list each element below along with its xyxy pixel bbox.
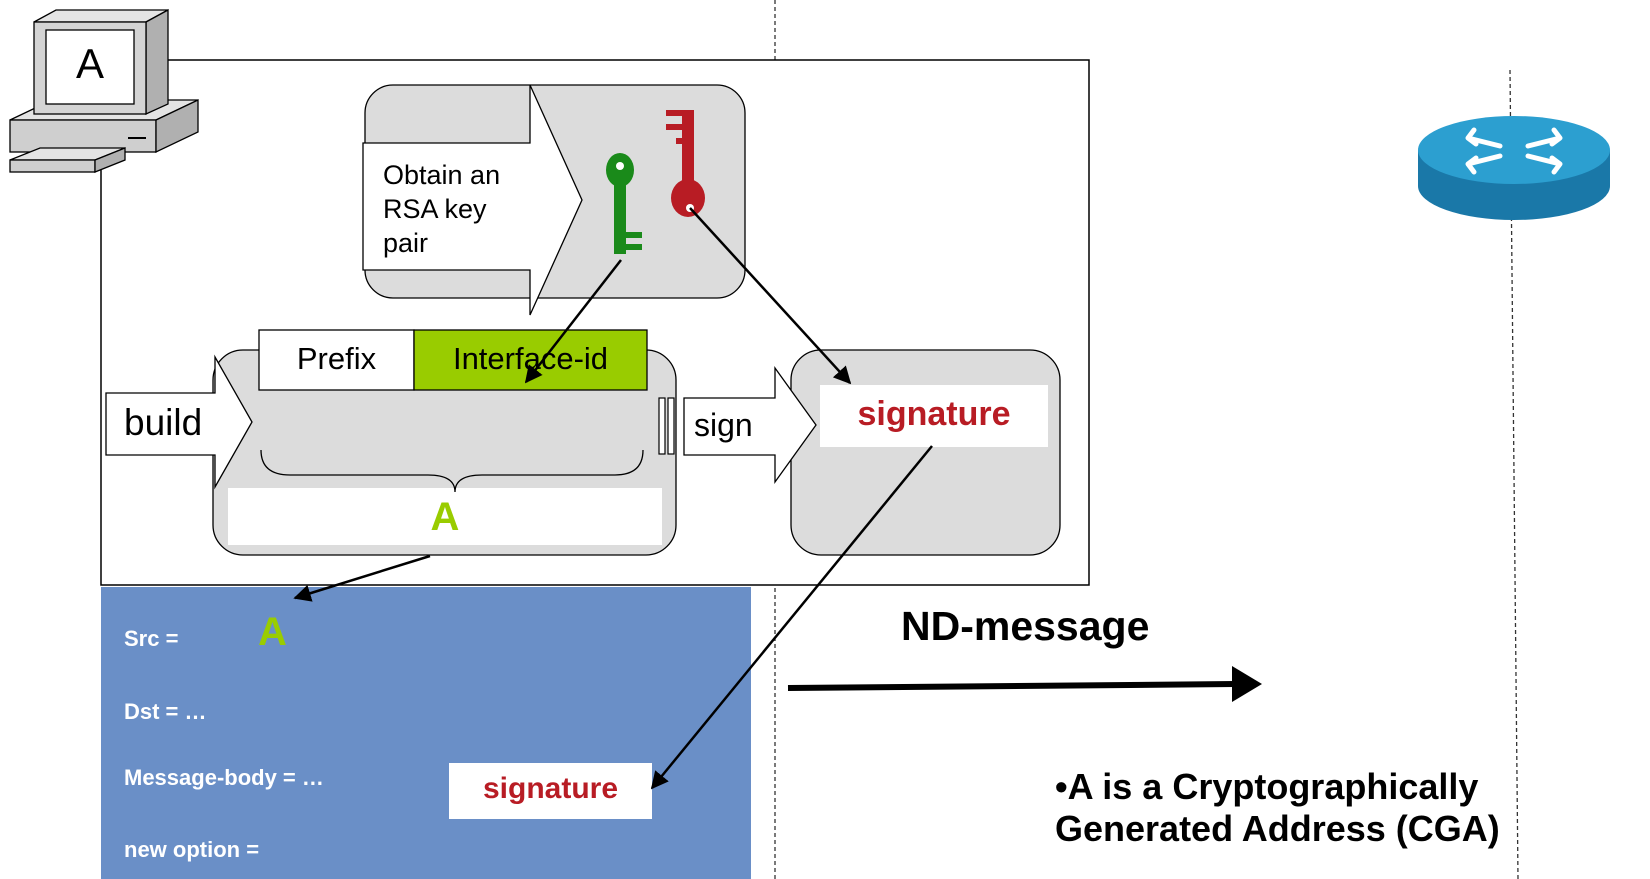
cga-note-line-1: •A is a Cryptographically <box>1055 766 1479 807</box>
address-result: A <box>430 495 460 539</box>
build-arrow <box>105 354 253 490</box>
public-key-hole <box>616 162 624 170</box>
result-field <box>228 488 662 545</box>
src-label: Src = <box>124 626 179 651</box>
private-key-icon <box>666 110 705 217</box>
message-panel <box>101 587 751 879</box>
option-signature-label: signature <box>482 772 619 805</box>
private-key-arrow <box>689 207 852 385</box>
sign-arrow <box>683 365 817 485</box>
keygen-line-3: pair <box>383 228 429 258</box>
keygen-line-1: Obtain an <box>383 160 501 190</box>
dst-label: Dst = … <box>124 699 207 724</box>
build-label: build <box>124 402 203 443</box>
sign-label: sign <box>694 407 753 443</box>
public-key-arrow <box>524 259 622 384</box>
address-brace <box>260 449 644 493</box>
nd-message-label: ND-message <box>901 603 1150 649</box>
interface-id-label: Interface-id <box>452 341 609 376</box>
nd-message-arrow <box>787 666 1262 702</box>
cga-note: •A is a Cryptographically Generated Addr… <box>1055 766 1500 850</box>
keygen-text: Obtain an RSA key pair <box>383 158 500 260</box>
computer-icon <box>9 8 199 173</box>
message-body-label: Message-body = … <box>124 765 324 790</box>
address-arrow <box>293 554 431 602</box>
computer-label: A <box>75 40 104 87</box>
signature-arrow <box>650 445 933 790</box>
signature-label: signature <box>857 395 1011 433</box>
prefix-cell <box>258 329 415 391</box>
keygen-line-2: RSA key <box>383 194 487 224</box>
concat-mark <box>658 397 666 455</box>
option-signature-box <box>449 763 652 819</box>
src-value: A <box>258 610 287 654</box>
router-icon <box>1418 116 1610 220</box>
cga-note-line-2: Generated Address (CGA) <box>1055 808 1500 849</box>
keygen-arrow <box>362 84 583 316</box>
new-option-label: new option = <box>124 837 260 862</box>
concat-mark <box>667 397 675 455</box>
prefix-label: Prefix <box>296 341 377 376</box>
signature-field <box>820 385 1048 447</box>
